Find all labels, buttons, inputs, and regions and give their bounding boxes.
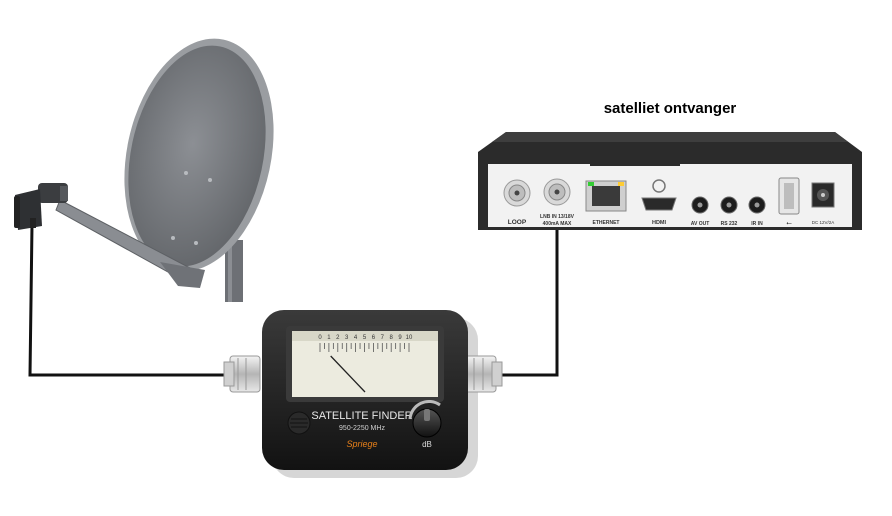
lnb [14, 183, 68, 230]
port-ethernet [585, 180, 627, 212]
meter-scale-label: 5 [363, 335, 367, 341]
cable-finder-to-receiver [500, 206, 559, 377]
label-ir-in: IR IN [751, 221, 763, 227]
hdmi-logo-icon [652, 179, 666, 193]
finder-title: SATELLITE FINDER [311, 410, 412, 422]
finder-frequency: 950-2250 MHz [339, 425, 385, 432]
finder-connector-left [223, 355, 261, 393]
label-ethernet: ETHERNET [593, 220, 620, 226]
satellite-receiver: LOOP LNB IN 13/18V 400mA MAX ETHERNET HD… [478, 132, 862, 230]
meter-scale-label: 4 [354, 335, 358, 341]
label-rs232: RS 232 [721, 221, 738, 227]
satellite-dish [14, 38, 274, 302]
meter-scale-label: 1 [327, 335, 331, 341]
port-dc-power [811, 182, 835, 208]
speaker-icon [287, 411, 311, 435]
meter-scale-label: 8 [390, 335, 394, 341]
label-lnb-line1: LNB IN 13/18V [540, 214, 575, 220]
meter-scale-label: 10 [406, 335, 413, 341]
meter-needle [330, 355, 366, 393]
dish-mount-bracket [160, 262, 205, 288]
meter-scale-label: 6 [372, 335, 376, 341]
finder-brand: Spriege [346, 439, 377, 449]
label-hdmi: HDMI [652, 220, 667, 226]
port-ir-in [748, 196, 766, 214]
port-lnb-in [543, 178, 571, 206]
label-lnb-line2: 400mA MAX [543, 221, 572, 227]
meter-scale-label: 2 [336, 335, 340, 341]
port-hdmi [641, 179, 677, 211]
meter-scale-label: 7 [381, 335, 385, 341]
usb-icon: ⭠ [786, 220, 792, 227]
meter-scale-label: 9 [398, 335, 402, 341]
finder-connector-right [463, 355, 503, 393]
label-av-out: AV OUT [691, 221, 710, 227]
meter-scale-label: 0 [318, 335, 322, 341]
dish-reflector [128, 45, 266, 267]
label-loop: LOOP [508, 219, 527, 226]
gain-knob[interactable] [408, 400, 442, 438]
port-loop [503, 179, 531, 207]
meter-scale-label: 3 [345, 335, 349, 341]
port-usb [778, 177, 800, 215]
receiver-title: satelliet ontvanger [603, 100, 737, 117]
cable-dish-to-finder [28, 224, 238, 377]
knob-label: dB [422, 440, 432, 449]
port-rs232 [720, 196, 738, 214]
label-dc: DC 12V/2A [812, 220, 835, 225]
meter-face [292, 331, 438, 397]
port-av-out [691, 196, 709, 214]
